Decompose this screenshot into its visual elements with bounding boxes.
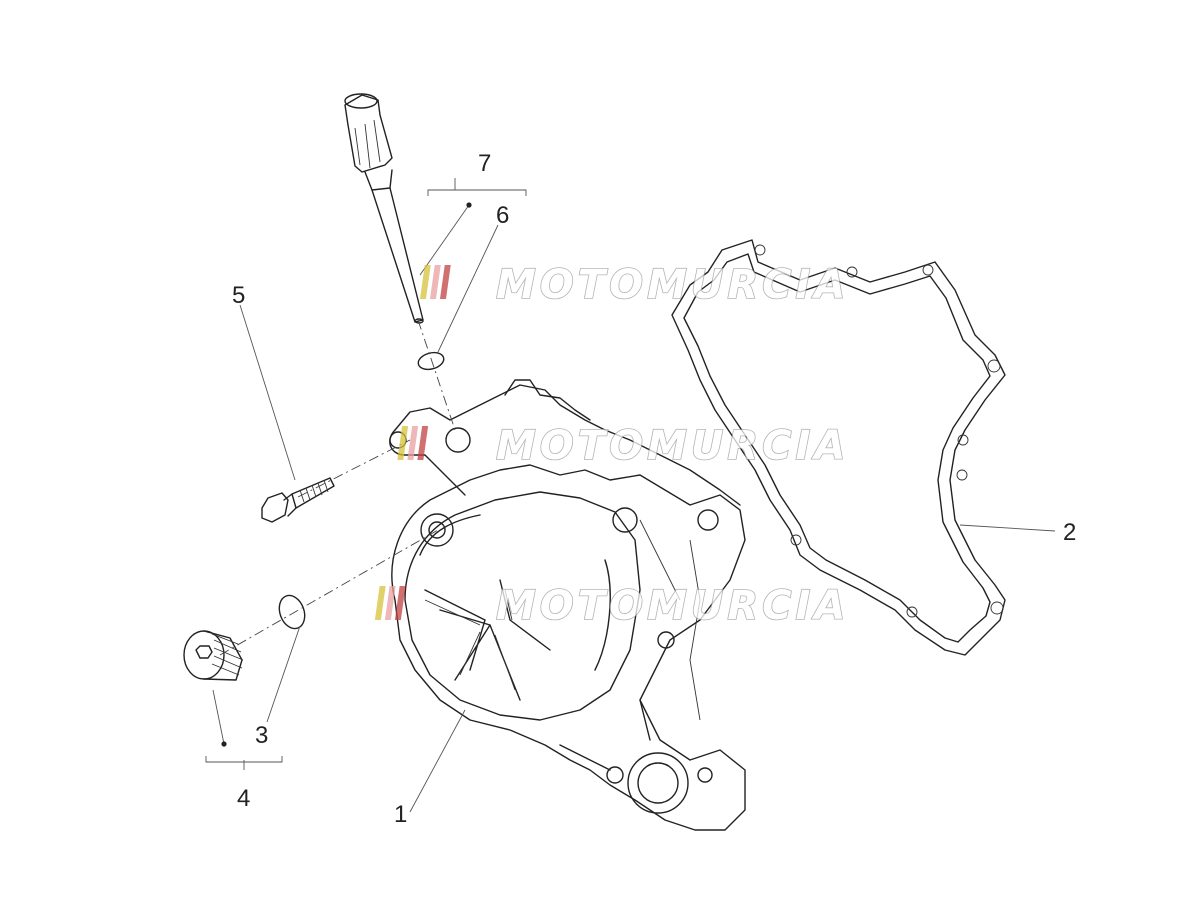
watermark-bottom: MOTOMURCIA <box>374 582 849 630</box>
callout-labels: 1 2 3 4 5 6 7 <box>232 150 1076 828</box>
watermark-top: MOTOMURCIA <box>419 261 849 309</box>
watermark-middle: MOTOMURCIA <box>397 422 849 470</box>
watermark-text-middle: MOTOMURCIA <box>496 423 849 469</box>
bolt-part-5 <box>261 477 335 523</box>
callout-7: 7 <box>478 150 491 177</box>
drain-plug-part-4 <box>183 630 244 681</box>
o-ring-part-6 <box>417 351 445 371</box>
leader-lines <box>205 178 1056 813</box>
engine-cover-part-1 <box>389 379 746 831</box>
callout-2: 2 <box>1063 519 1076 546</box>
dipstick-part-7 <box>344 93 424 324</box>
assembly-axis-lines <box>219 319 456 656</box>
washer-part-3 <box>278 594 306 630</box>
callout-3: 3 <box>255 722 268 749</box>
watermark-text-bottom: MOTOMURCIA <box>496 583 849 629</box>
callout-6: 6 <box>496 202 509 229</box>
watermark-text-top: MOTOMURCIA <box>496 262 849 308</box>
callout-4: 4 <box>237 785 250 812</box>
callout-5: 5 <box>232 282 245 309</box>
gasket-part-2 <box>671 239 1006 656</box>
callout-1: 1 <box>394 801 407 828</box>
